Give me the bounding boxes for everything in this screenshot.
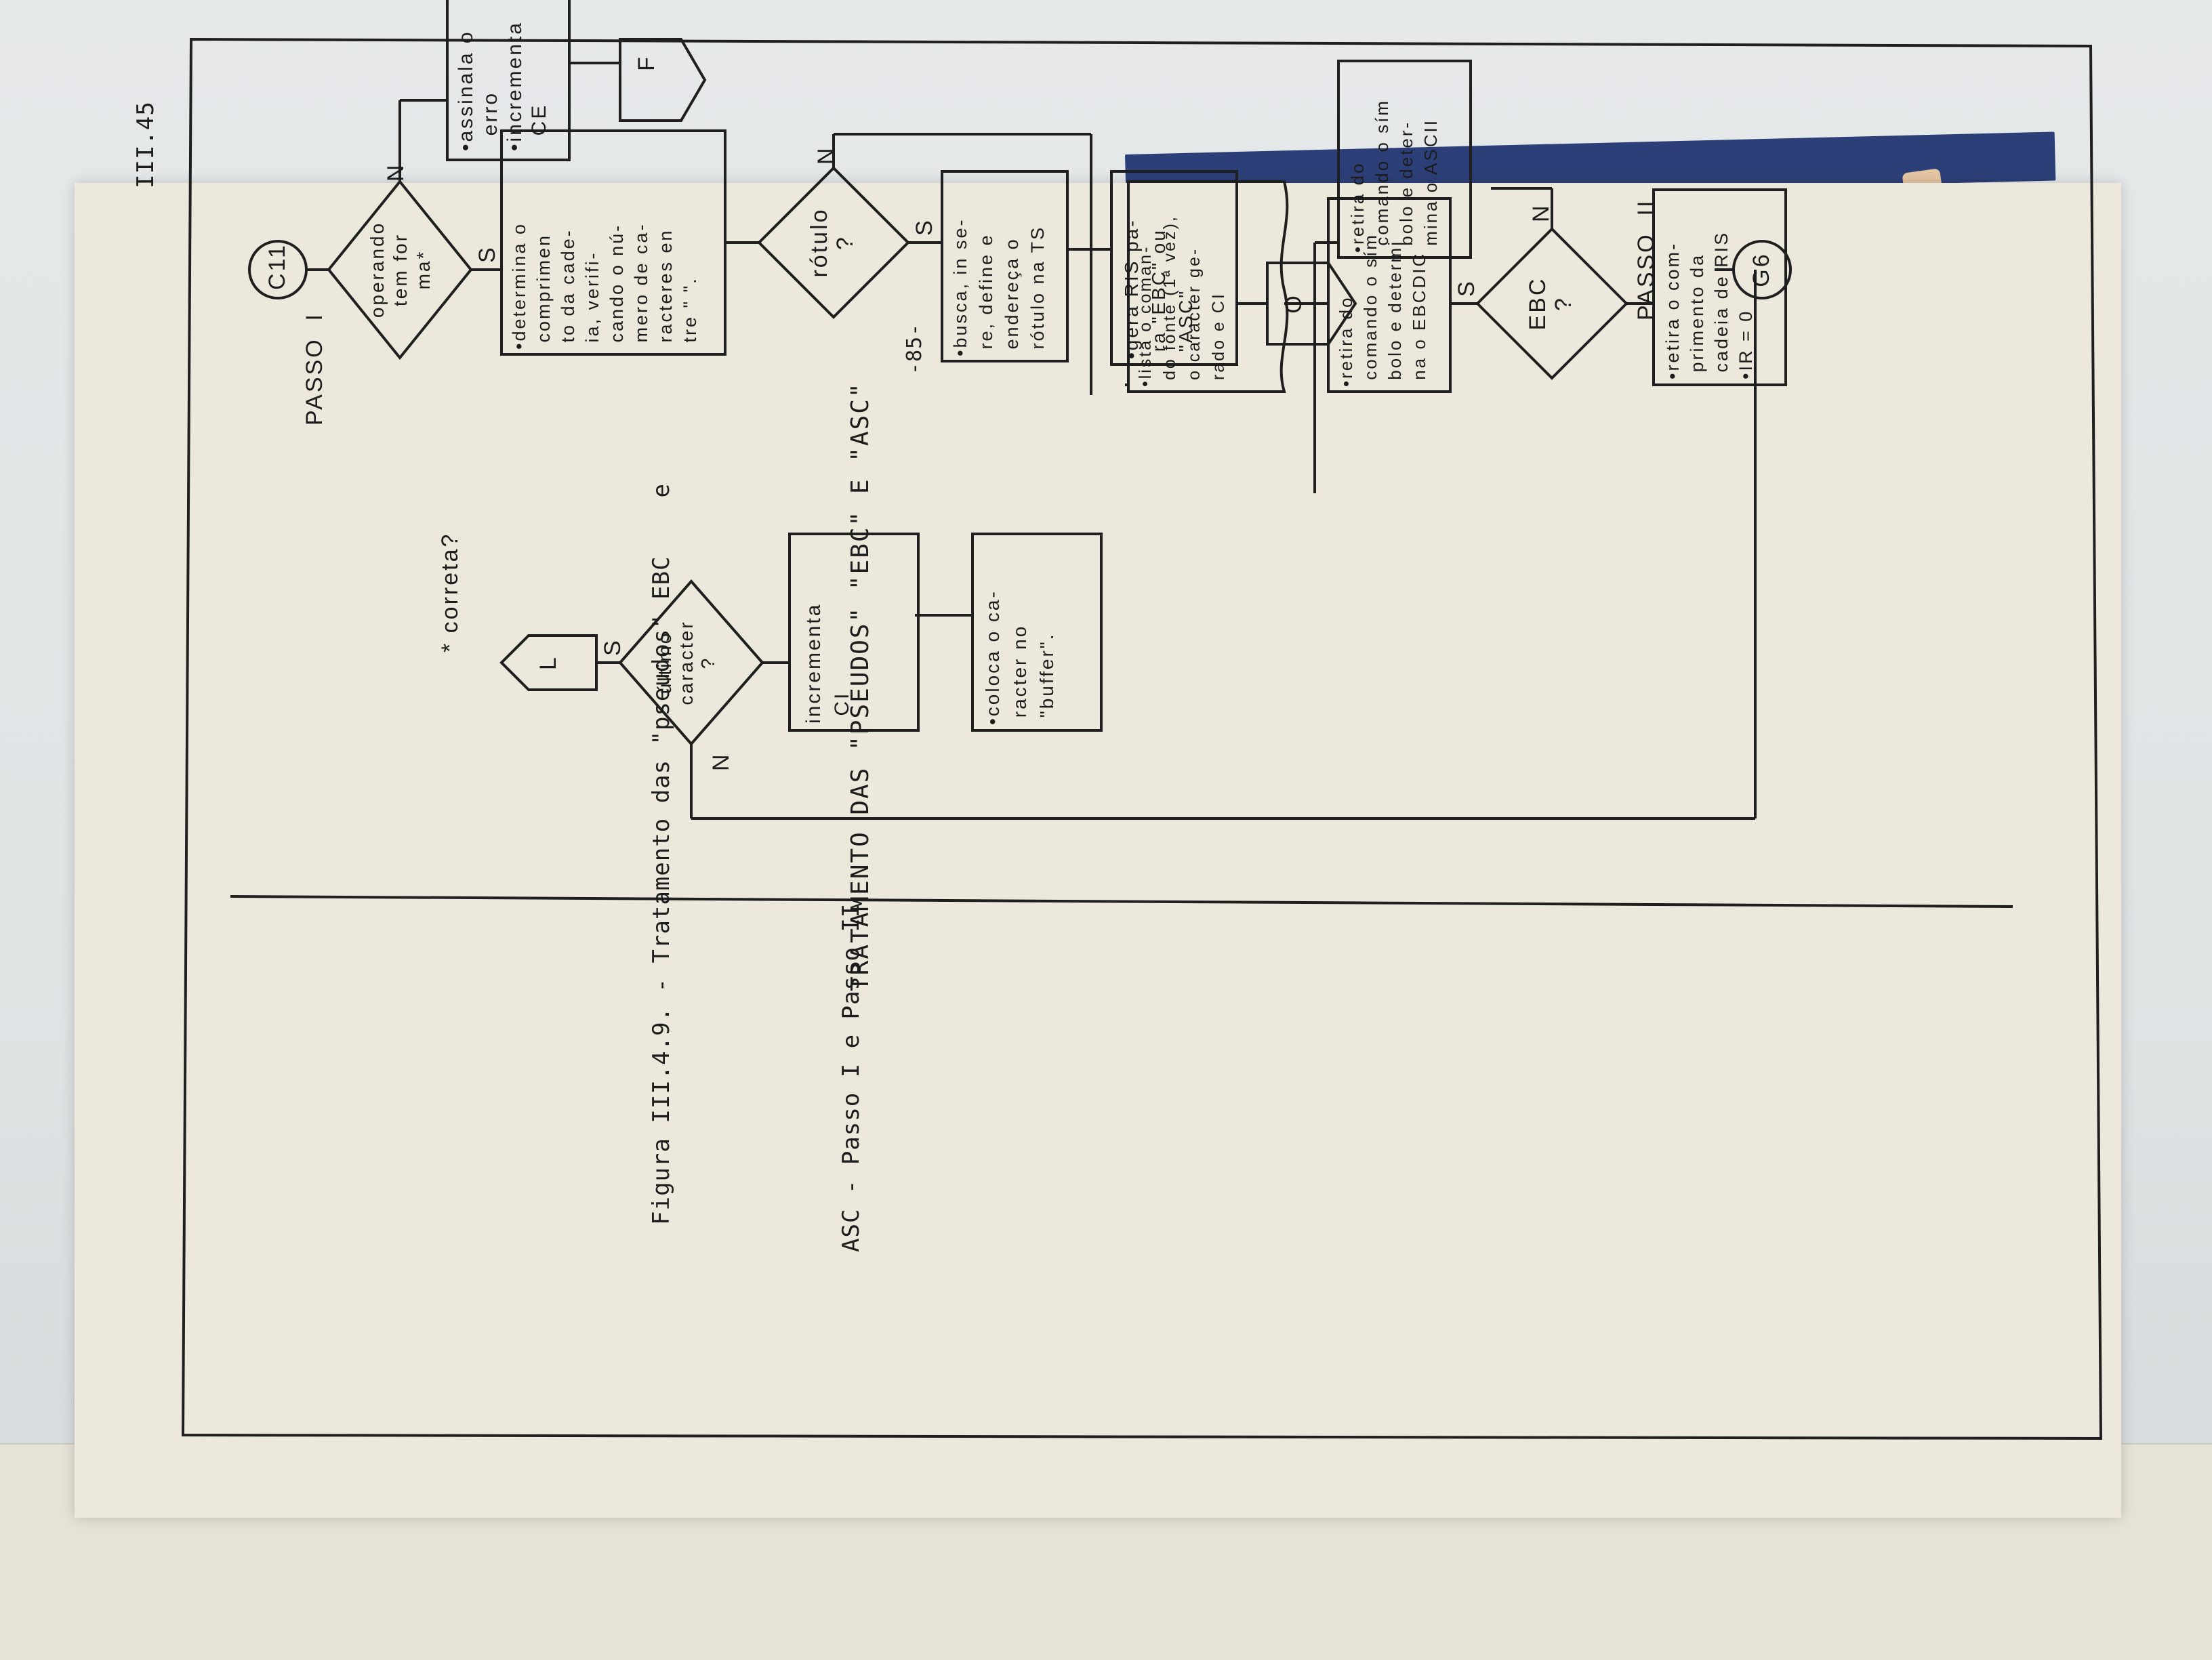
label-n1: N <box>383 163 409 182</box>
label-n2: N <box>813 146 839 165</box>
box-coloca-text: •coloca o ca- racter no "buffer". <box>982 589 1057 725</box>
page-code: III.45 <box>132 101 159 188</box>
box-retira-text: •retira o com- primento da cadeia de RIS… <box>1662 230 1756 379</box>
box-incrementa-rect <box>788 533 920 732</box>
label-n-ult: N <box>708 752 734 771</box>
diagram-title: TRATAMENTO DAS "PSEUDOS" "EBC" E "ASC" <box>846 381 874 991</box>
paper-page <box>75 183 2121 1518</box>
decision2-text: rótulo ? <box>806 207 858 278</box>
passo2-title: PASSO II <box>1633 199 1659 320</box>
box-coloca-rect <box>971 533 1103 732</box>
exit-l-label: L <box>535 655 561 670</box>
label-n-ebc: N <box>1528 203 1554 222</box>
start-c11-label: C11 <box>264 243 290 290</box>
decision-ebc-text: EBC ? <box>1525 276 1576 331</box>
label-s2: S <box>912 218 937 236</box>
label-s-ebc: S <box>1454 279 1479 297</box>
box-error-rect <box>446 0 571 161</box>
figure-caption-line2: ASC - Passo I e Passo II <box>838 902 865 1252</box>
exit-o-shape <box>1266 262 1357 346</box>
footnote-correta: * correta? <box>437 532 463 652</box>
box-busca-rect <box>941 170 1069 362</box>
exit-f-label: F <box>634 55 659 71</box>
box-retira-rect <box>1652 188 1787 386</box>
passo1-title: PASSO I <box>302 312 327 426</box>
diagram-frame <box>181 37 2103 1440</box>
exit-o-label: O <box>1281 293 1307 314</box>
divider-line <box>230 895 2013 908</box>
box-ascii-text: •retira do comando o sím bolo e deter- m… <box>1347 99 1441 253</box>
box-determina-text: •determina o comprimen to da cade- ia, v… <box>509 222 700 350</box>
label-s1: S <box>474 245 500 263</box>
box-gera-rect <box>1110 170 1238 366</box>
box-ebcdic-rect <box>1327 197 1452 393</box>
box-lista-text: •lista o coman- do fonte (1ª vez), o car… <box>1136 215 1228 387</box>
figure-caption-line1: Figura III.4.9. - Tratamento das "pseudo… <box>648 483 675 1225</box>
box-lista-shape <box>1127 180 1289 393</box>
label-s-ult: S <box>600 638 626 656</box>
box-busca-text: •busca, in se- re, define e endereça o r… <box>950 217 1048 356</box>
box-ascii-rect <box>1337 60 1472 259</box>
decision1-text: operando tem for ma* <box>367 221 434 318</box>
exit-f-shape <box>619 38 707 122</box>
page-number: -85- <box>903 323 926 375</box>
box-error-text: •assinala o erro •incrementa CE <box>455 21 550 151</box>
box-ebcdic-text: •retira do comando o sím bolo e determi … <box>1336 233 1429 387</box>
exit-l-shape <box>499 634 598 691</box>
